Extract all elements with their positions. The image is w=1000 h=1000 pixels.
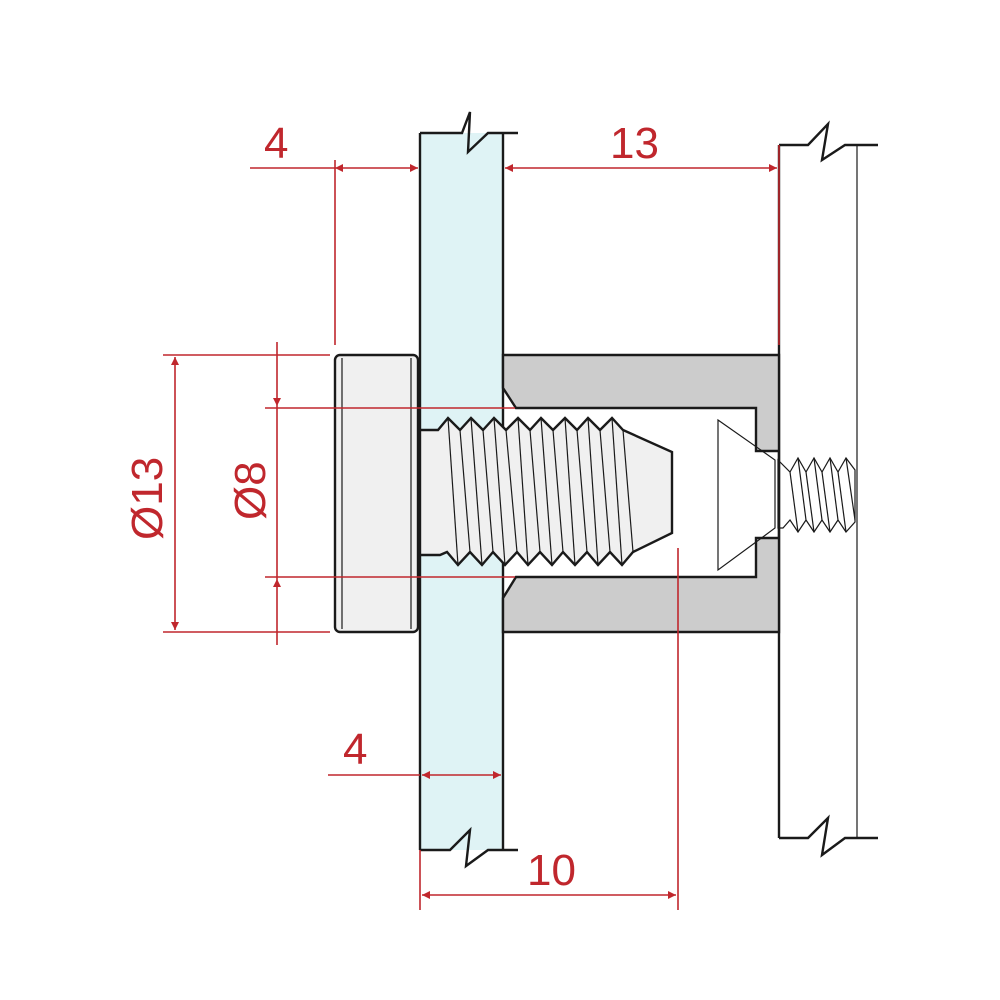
bolt-thread [418, 416, 674, 567]
dim-label: 4 [264, 119, 288, 168]
wall [777, 120, 878, 858]
dimension-bolt-diameter: Ø8 [226, 342, 515, 645]
dim-label: Ø13 [123, 457, 172, 540]
cap-head [333, 353, 420, 634]
dim-label: 4 [343, 725, 367, 774]
dimension-bolt-depth: 10 [419, 548, 679, 910]
countersunk-screw [717, 418, 856, 572]
dim-label: Ø8 [226, 461, 275, 520]
dimension-spacer-length: 13 [505, 119, 780, 345]
dimension-glass-thickness: 4 [328, 725, 501, 779]
dimension-cap-diameter: Ø13 [123, 354, 330, 633]
dimension-cap-thickness: 4 [250, 119, 418, 345]
dim-label: 13 [610, 119, 659, 168]
spacer-barrel [501, 353, 781, 634]
dim-label: 10 [527, 846, 576, 895]
